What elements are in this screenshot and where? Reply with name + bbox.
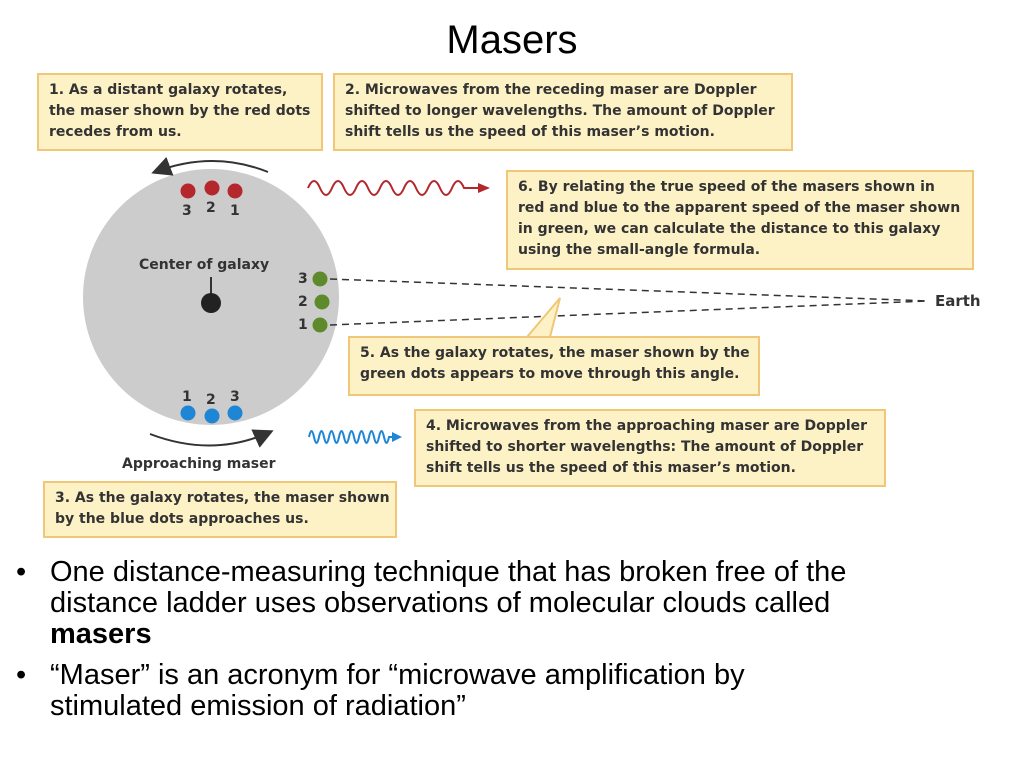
red-maser-number-1: 1 xyxy=(230,203,240,219)
green-maser-number-1: 1 xyxy=(298,317,308,333)
blue-maser-dot-2 xyxy=(204,408,220,424)
annotation-4-line-1: 4. Microwaves from the approaching maser… xyxy=(426,418,868,434)
bullet-item-1: • One distance-measuring technique that … xyxy=(12,557,1012,650)
annotation-box-1: 1. As a distant galaxy rotates, the mase… xyxy=(37,73,323,151)
bullet-list: • One distance-measuring technique that … xyxy=(12,557,1012,732)
red-maser-dot-2 xyxy=(204,180,220,196)
sightline-lower xyxy=(329,300,929,326)
sightline-upper xyxy=(329,278,929,302)
annotation-2-line-1: 2. Microwaves from the receding maser ar… xyxy=(345,82,757,98)
bullet-marker: • xyxy=(16,556,27,588)
bullet-1-line-1: One distance-measuring technique that ha… xyxy=(50,556,847,588)
annotation-4-line-2: shifted to shorter wavelengths: The amou… xyxy=(426,439,864,455)
blue-maser-number-3: 3 xyxy=(230,389,240,405)
red-maser-number-3: 3 xyxy=(182,203,192,219)
center-of-galaxy-label: Center of galaxy xyxy=(139,257,269,273)
annotation-6-line-4: using the small-angle formula. xyxy=(518,242,761,258)
blue-maser-number-2: 2 xyxy=(206,392,216,408)
bullet-1-bold-term: masers xyxy=(50,618,152,650)
annotation-5-line-1: 5. As the galaxy rotates, the maser show… xyxy=(360,345,750,361)
annotation-2-line-2: shifted to longer wavelengths. The amoun… xyxy=(345,103,775,119)
approaching-maser-label: Approaching maser xyxy=(122,456,276,472)
annotation-box-5: 5. As the galaxy rotates, the maser show… xyxy=(348,336,760,396)
annotation-box-6: 6. By relating the true speed of the mas… xyxy=(506,170,974,270)
annotation-3-line-2: by the blue dots approaches us. xyxy=(55,511,309,527)
red-maser-dot-1 xyxy=(227,183,243,199)
redshifted-wave-arrowhead xyxy=(478,183,490,193)
redshifted-wave xyxy=(307,180,478,196)
bullet-2-line-2: stimulated emission of radiation” xyxy=(50,690,466,722)
earth-label: Earth xyxy=(935,292,981,310)
bullet-item-2: • “Maser” is an acronym for “microwave a… xyxy=(12,660,1012,722)
slide-title: Masers xyxy=(446,18,578,62)
annotation-3-line-1: 3. As the galaxy rotates, the maser show… xyxy=(55,490,390,506)
rotation-arrow-bottom xyxy=(149,429,274,448)
annotation-6-line-1: 6. By relating the true speed of the mas… xyxy=(518,179,935,195)
annotation-1-line-1: 1. As a distant galaxy rotates, xyxy=(49,82,288,98)
bullet-2-line-1: “Maser” is an acronym for “microwave amp… xyxy=(50,659,745,691)
green-maser-dot-3 xyxy=(312,271,328,287)
blue-maser-number-1: 1 xyxy=(182,389,192,405)
annotation-2-line-3: shift tells us the speed of this maser’s… xyxy=(345,124,715,140)
red-maser-number-2: 2 xyxy=(206,200,216,216)
green-maser-dot-2 xyxy=(314,294,330,310)
galaxy-center-dot xyxy=(201,293,221,313)
bullet-1-line-2: distance ladder uses observations of mol… xyxy=(50,587,831,619)
bullet-marker: • xyxy=(16,659,27,691)
annotation-6-line-2: red and blue to the apparent speed of th… xyxy=(518,200,961,216)
annotation-5-line-2: green dots appears to move through this … xyxy=(360,366,740,382)
annotation-4-line-3: shift tells us the speed of this maser’s… xyxy=(426,460,796,476)
annotation-1-line-2: the maser shown by the red dots xyxy=(49,103,311,119)
annotation-1-line-3: recedes from us. xyxy=(49,124,182,140)
annotation-box-3: 3. As the galaxy rotates, the maser show… xyxy=(43,481,397,538)
green-maser-number-2: 2 xyxy=(298,294,308,310)
red-maser-dot-3 xyxy=(180,183,196,199)
blue-maser-dot-3 xyxy=(227,405,243,421)
annotation-box-4: 4. Microwaves from the approaching maser… xyxy=(414,409,886,487)
green-maser-dot-1 xyxy=(312,317,328,333)
green-maser-number-3: 3 xyxy=(298,271,308,287)
angle-callout-pointer xyxy=(524,297,561,338)
maser-diagram: Center of galaxy 3 2 1 3 2 1 1 2 3 Appro… xyxy=(83,156,981,472)
blueshifted-wave xyxy=(308,430,394,444)
blueshifted-wave-arrowhead xyxy=(392,432,402,442)
rotation-arrow-top xyxy=(151,156,269,176)
blue-maser-dot-1 xyxy=(180,405,196,421)
annotation-box-2: 2. Microwaves from the receding maser ar… xyxy=(333,73,793,151)
annotation-6-line-3: in green, we can calculate the distance … xyxy=(518,221,941,237)
